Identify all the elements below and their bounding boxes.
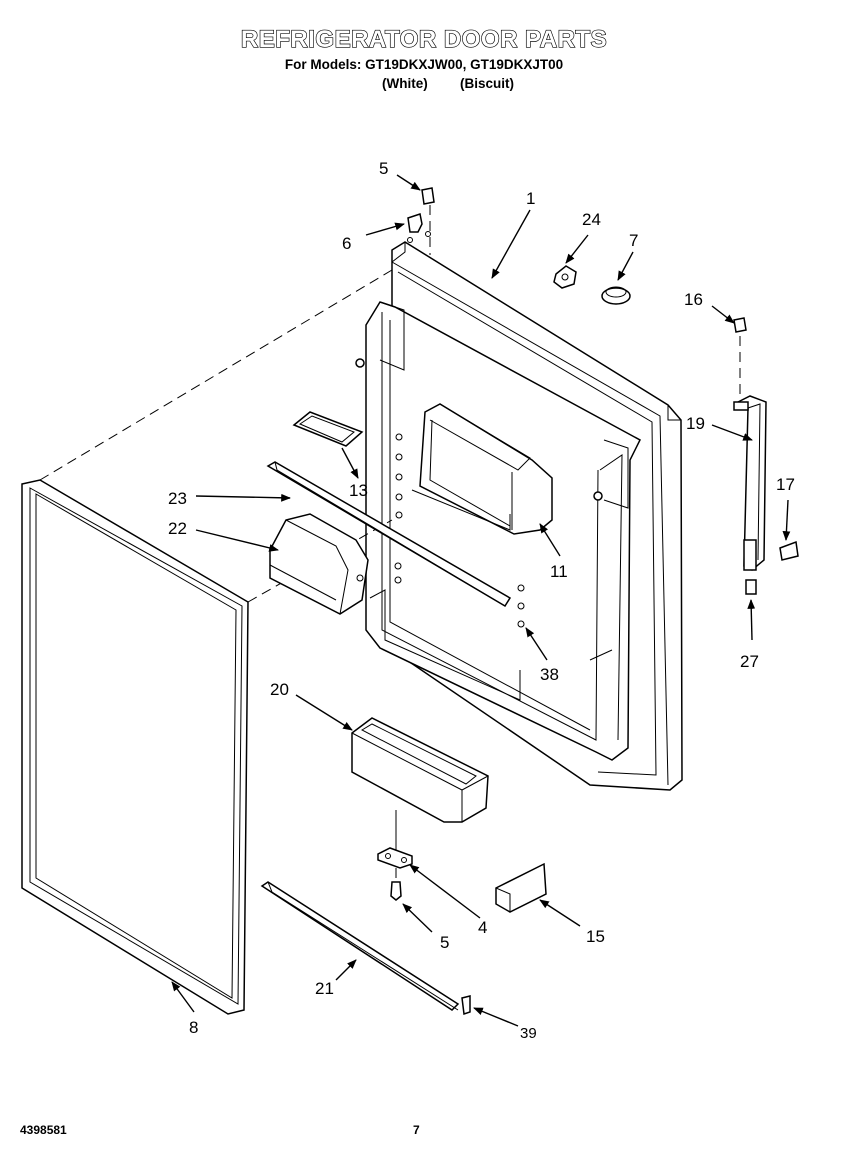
variant-biscuit-label: (Biscuit) (460, 76, 514, 91)
variant-white-label: (White) (382, 76, 428, 91)
shelf-bar (266, 461, 512, 608)
dairy-compartment (411, 403, 553, 535)
callout-8: 8 (189, 1018, 198, 1037)
callout-38: 38 (540, 665, 559, 684)
callout-1: 1 (526, 189, 535, 208)
callout-21: 21 (315, 979, 334, 998)
hinge-bushing (553, 265, 577, 289)
plug-button (601, 286, 631, 305)
callout-13: 13 (349, 481, 368, 500)
callout-23: 23 (168, 489, 187, 508)
callout-6: 6 (342, 234, 351, 253)
door-panel (355, 205, 683, 791)
callout-5-top: 5 (379, 159, 388, 178)
callout-7: 7 (629, 231, 638, 250)
document-number: 4398581 (20, 1123, 67, 1137)
callout-22: 22 (168, 519, 187, 538)
callout-leaders (171, 174, 791, 1027)
callout-24: 24 (582, 210, 601, 229)
callout-19: 19 (686, 414, 705, 433)
butter-compartment (269, 513, 369, 615)
door-pad (292, 411, 364, 447)
page-number: 7 (413, 1123, 420, 1137)
models-line: For Models: GT19DKXJW00, GT19DKXJT00 (284, 57, 564, 72)
callout-11: 11 (550, 562, 568, 581)
bottom-trim (260, 881, 471, 1016)
hinge-cover (495, 862, 547, 913)
callout-17: 17 (776, 475, 795, 494)
page-title: REFRIGERATOR DOOR PARTS (240, 25, 608, 53)
callout-20: 20 (270, 680, 289, 699)
top-hinge-fasteners (407, 187, 435, 243)
bottom-hinge (377, 847, 413, 901)
callout-4: 4 (478, 918, 487, 937)
callout-39: 39 (520, 1025, 537, 1042)
callout-5-bottom: 5 (440, 933, 449, 952)
callout-27: 27 (740, 652, 759, 671)
door-handle (733, 317, 799, 595)
door-gasket (21, 269, 393, 1015)
callout-16: 16 (684, 290, 703, 309)
bottom-bin (351, 717, 489, 850)
callout-15: 15 (586, 927, 605, 946)
